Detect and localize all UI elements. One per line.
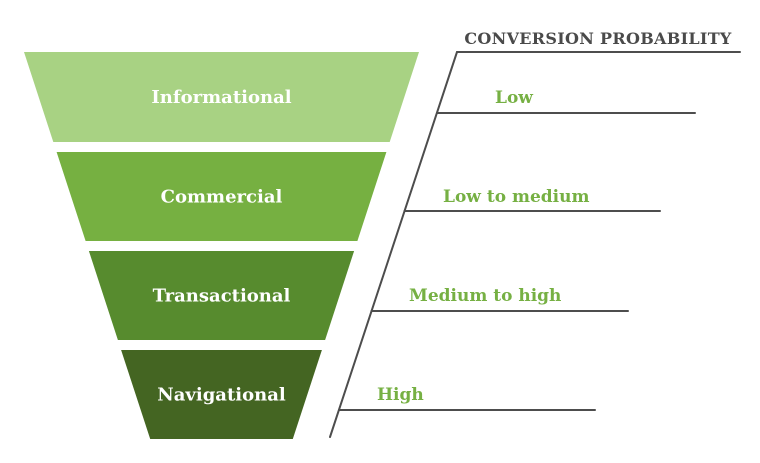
funnel-stage-navigational [121, 350, 322, 439]
funnel-stage-commercial [56, 152, 387, 241]
probability-label-medium-to-high: Medium to high [409, 286, 561, 306]
probability-label-low: Low [495, 88, 533, 108]
stage-label-transactional: Transactional [153, 286, 291, 307]
scale-diagonal-line [329, 51, 458, 438]
probability-label-low-to-medium: Low to medium [443, 187, 589, 207]
stage-label-navigational: Navigational [157, 385, 286, 406]
probability-label-high: High [377, 385, 424, 405]
funnel-stage-informational [24, 52, 419, 142]
stage-label-informational: Informational [151, 87, 291, 108]
funnel-stage-transactional [88, 251, 355, 340]
conversion-probability-title: CONVERSION PROBABILITY [464, 29, 732, 48]
stage-label-commercial: Commercial [161, 187, 283, 208]
